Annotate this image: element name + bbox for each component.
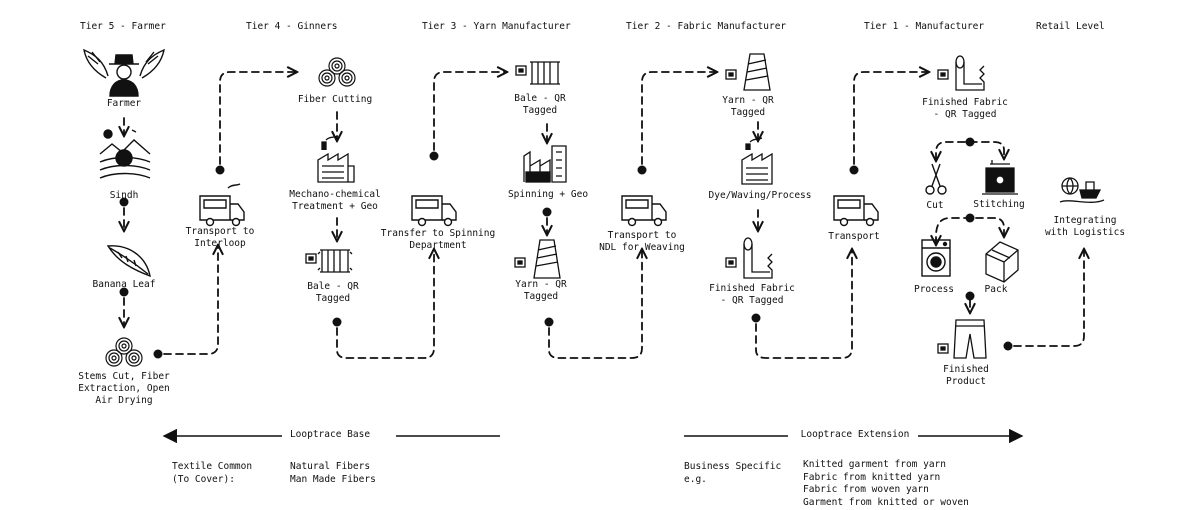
node-cut: Cut: [926, 200, 944, 211]
truck-icon: [199, 183, 245, 227]
yarn-cone-qr-icon: [725, 53, 771, 91]
node-bale-qr-t3: Bale - QR Tagged: [514, 93, 566, 116]
connector-fabric-to-transport: [755, 250, 852, 359]
farmer-icon: [83, 48, 165, 97]
fiber-cutting-icon: [318, 57, 356, 87]
truck-icon: [833, 195, 879, 227]
yarn-cone-qr-icon: [514, 239, 561, 279]
tier-3-header: Tier 3 - Yarn Manufacturer: [422, 21, 571, 32]
banana-leaf-icon: [106, 245, 151, 278]
node-transport-t1: Transport: [828, 231, 880, 242]
node-transport-interloop: Transport to Interloop: [185, 226, 255, 249]
connector-bale-to-transfer: [336, 250, 434, 359]
node-dye-process: Dye/Waving/Process: [708, 190, 812, 201]
dye-factory-icon: [741, 137, 773, 185]
node-transfer-spinning: Transfer to Spinning Department: [380, 228, 496, 251]
node-bale-qr-t4: Bale - QR Tagged: [307, 281, 359, 304]
tier-1-header: Tier 1 - Manufacturer: [864, 21, 985, 32]
fabric-roll-qr-icon: [937, 55, 985, 91]
node-fiber-cutting: Fiber Cutting: [297, 94, 373, 105]
looptrace-base-label: Looptrace Base: [289, 429, 371, 440]
tier-2-header: Tier 2 - Fabric Manufacturer: [626, 21, 787, 32]
fiber-types-list: Natural Fibers Man Made Fibers: [290, 461, 376, 485]
node-pack: Pack: [984, 284, 1008, 295]
node-logistics: Integrating with Logistics: [1044, 215, 1126, 238]
bale-qr-icon: [515, 61, 560, 85]
node-banana-leaf: Banana Leaf: [92, 279, 156, 290]
node-stems-cut: Stems Cut, Fiber Extraction, Open Air Dr…: [78, 371, 170, 406]
node-mechano-chemical: Mechano-chemical Treatment + Geo: [289, 189, 381, 212]
sewing-machine-icon: [982, 160, 1018, 195]
truck-icon: [621, 195, 667, 227]
textile-common-label: Textile Common (To Cover):: [172, 461, 253, 485]
connector-stems-to-transport: [163, 246, 218, 355]
node-finished-fabric-t1: Finished Fabric - QR Tagged: [922, 97, 1008, 120]
business-examples-list: Knitted garment from yarn Fabric from kn…: [803, 459, 969, 508]
node-transport-ndl: Transport to NDL for Weaving: [599, 230, 685, 253]
fabric-roll-qr-icon: [725, 237, 773, 279]
connector-product-to-logistics: [1013, 250, 1084, 347]
node-finished-fabric-t2: Finished Fabric - QR Tagged: [709, 283, 795, 306]
spinning-mill-icon: [523, 145, 567, 183]
tier-5-header: Tier 5 - Farmer: [80, 21, 166, 32]
connector-transport-to-fabric1: [853, 72, 928, 165]
connector-yarn-to-transport-ndl: [548, 250, 642, 359]
node-sindh: Sindh: [109, 190, 139, 201]
node-farmer: Farmer: [106, 98, 142, 109]
connector-ndl-to-yarn2: [641, 72, 716, 165]
node-stitching: Stitching: [973, 199, 1025, 210]
connector-transfer-to-bale3: [433, 72, 506, 151]
sindh-icon: [99, 129, 151, 179]
jeans-icon: [937, 319, 987, 359]
node-spinning-geo: Spinning + Geo: [507, 189, 589, 200]
node-yarn-qr-t3: Yarn - QR Tagged: [515, 279, 567, 302]
retail-header: Retail Level: [1036, 21, 1105, 32]
washing-machine-icon: [921, 239, 951, 277]
business-specific-label: Business Specific e.g.: [684, 461, 782, 485]
node-finished-product: Finished Product: [943, 364, 989, 387]
scissors-icon: [925, 163, 947, 195]
fiber-rolls-icon: [105, 337, 143, 367]
logistics-globe-ship-icon: [1059, 177, 1105, 203]
looptrace-extension-label: Looptrace Extension: [800, 429, 910, 440]
bale-qr-icon: [305, 249, 353, 273]
box-icon: [985, 241, 1019, 283]
node-yarn-qr-t2: Yarn - QR Tagged: [722, 95, 774, 118]
node-process: Process: [913, 284, 955, 295]
factory-icon: [317, 135, 355, 183]
connector-transport-to-fiber: [219, 72, 296, 165]
tier-4-header: Tier 4 - Ginners: [246, 21, 338, 32]
truck-icon: [411, 195, 457, 227]
